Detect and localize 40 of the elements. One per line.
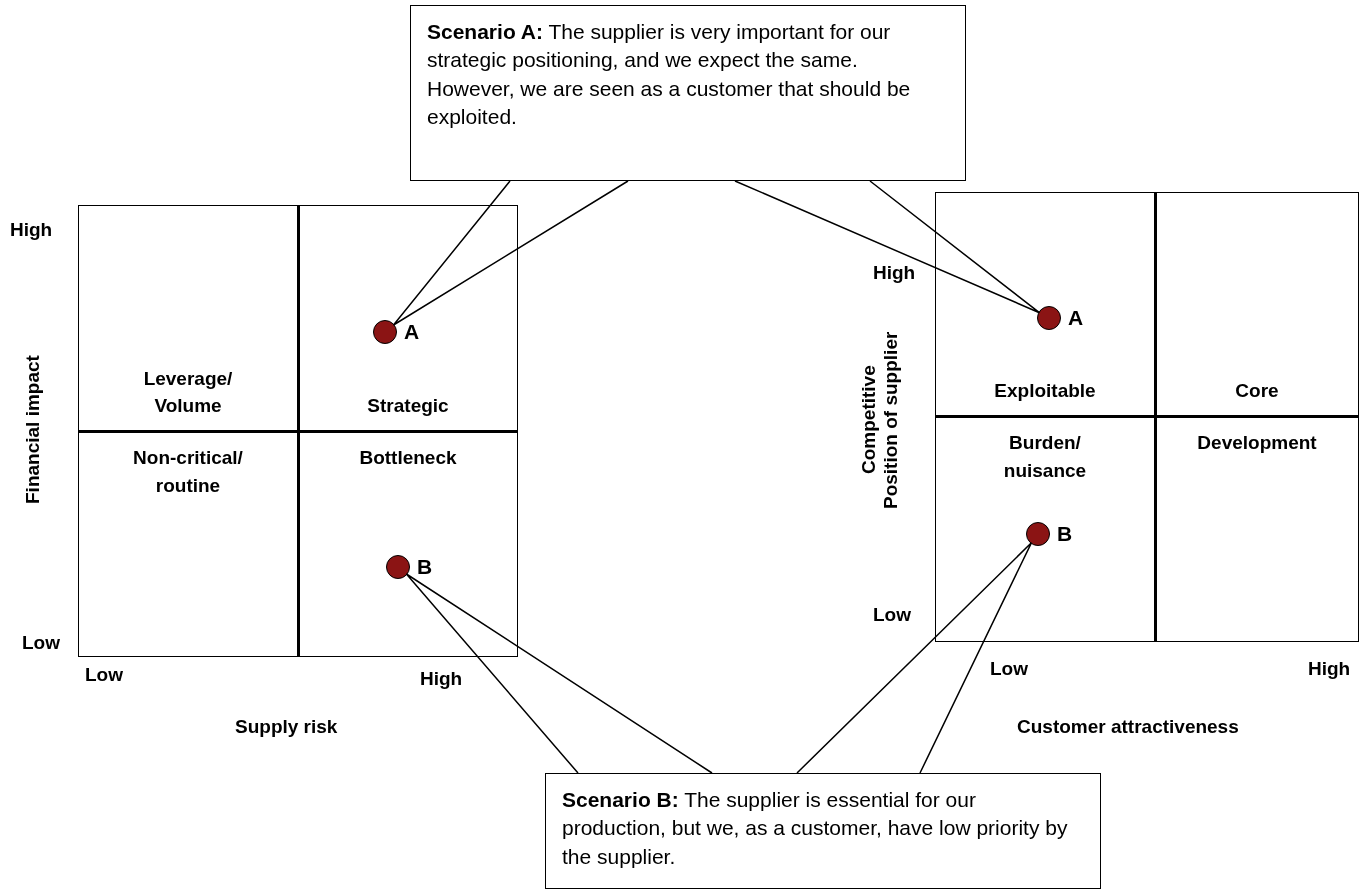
callout-pointer [796, 542, 1033, 774]
quadrant-label: Burden/ nuisance [1002, 431, 1088, 483]
quadrant-label: Core [1235, 379, 1279, 404]
point-label: B [417, 555, 433, 579]
quadrant [1155, 416, 1359, 642]
quadrant [1155, 192, 1359, 418]
quadrant [298, 431, 518, 657]
quadrant [78, 205, 300, 433]
axis-tick-label: High [1308, 658, 1351, 680]
axis-tick-label: Low [85, 664, 123, 686]
callout-box [410, 5, 966, 181]
quadrant-label: Leverage/ Volume [142, 366, 234, 419]
quadrant [78, 431, 300, 657]
quadrant-label: Strategic [367, 394, 449, 419]
callout-text: Scenario B: The supplier is essential for our production, but we, as a customer, have low priority by the supplier. [562, 787, 1069, 870]
axis-title: Competitive Position of supplier [857, 330, 902, 511]
axis-title: Customer attractiveness [1017, 716, 1239, 738]
quadrant [935, 416, 1157, 642]
quadrant-label: Non-critical/ routine [132, 446, 244, 498]
point-label: A [404, 320, 420, 344]
quadrant-label: Exploitable [994, 379, 1096, 404]
axis-tick-label: High [873, 262, 916, 284]
axis-tick-label: High [420, 668, 463, 690]
quadrant [298, 205, 518, 433]
point-label: A [1068, 306, 1084, 330]
axis-tick-label: High [10, 219, 53, 241]
quadrant-label: Development [1197, 431, 1317, 455]
axis-title: Financial impact [21, 354, 44, 507]
callout-text: Scenario A: The supplier is very important for our strategic positioning, and we expect the same. However, we are seen as a customer that should be exploited. [427, 19, 912, 131]
axis-tick-label: Low [22, 632, 60, 654]
axis-tick-label: Low [873, 604, 911, 626]
point-label: B [1057, 522, 1073, 546]
callout-pointer [405, 573, 713, 774]
callout-pointer [392, 180, 629, 326]
axis-title: Supply risk [235, 716, 338, 738]
callout-pointer [734, 180, 1041, 314]
axis-tick-label: Low [990, 658, 1028, 680]
callout-box [545, 773, 1101, 889]
quadrant-label: Bottleneck [359, 446, 457, 470]
quadrant [935, 192, 1157, 418]
